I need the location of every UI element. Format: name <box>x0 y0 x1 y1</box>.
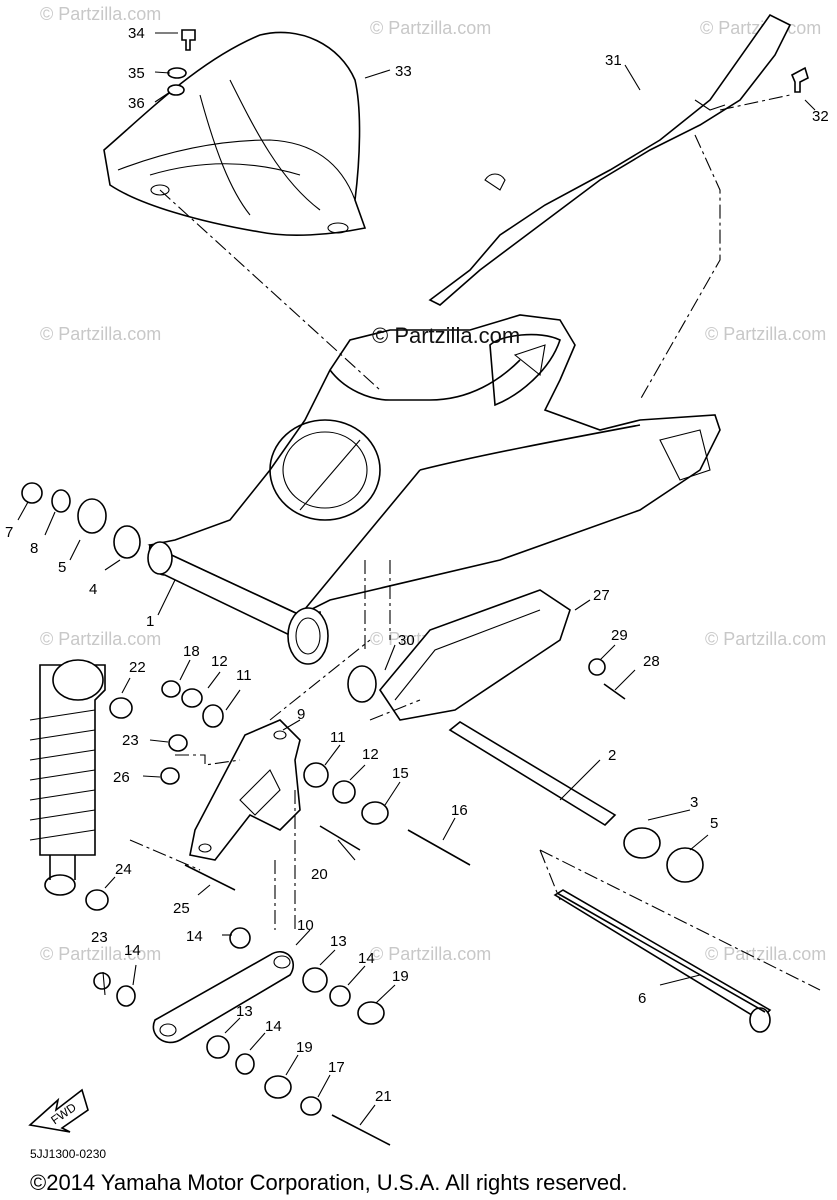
callout-4: 4 <box>89 581 97 598</box>
callout-27: 27 <box>593 587 610 604</box>
axles-drawing <box>448 721 772 1033</box>
callout-14b: 14 <box>124 942 141 959</box>
watermark: © Partzilla.com <box>370 18 491 38</box>
callout-23b: 23 <box>91 929 108 946</box>
watermark: © Partzilla.com <box>705 944 826 964</box>
watermark: © Partzilla.com <box>705 629 826 649</box>
callout-23a: 23 <box>122 732 139 749</box>
callout-12b: 12 <box>362 746 379 763</box>
callout-20: 20 <box>311 866 328 883</box>
chain-guard-drawing <box>428 13 792 306</box>
callout-21: 21 <box>375 1088 392 1105</box>
fwd-arrow: FWD <box>28 1088 89 1133</box>
callout-26: 26 <box>113 769 130 786</box>
callout-19b: 19 <box>296 1039 313 1056</box>
callout-25: 25 <box>173 900 190 917</box>
diagram-code: 5JJ1300-0230 <box>30 1147 106 1161</box>
copyright-text: ©2014 Yamaha Motor Corporation, U.S.A. A… <box>30 1170 627 1195</box>
callout-5b: 5 <box>710 815 718 832</box>
callout-5: 5 <box>58 559 66 576</box>
callout-13b: 13 <box>236 1003 253 1020</box>
callout-17: 17 <box>328 1059 345 1076</box>
callout-15: 15 <box>392 765 409 782</box>
callout-10: 10 <box>297 917 314 934</box>
watermark: © Partzilla.com <box>40 629 161 649</box>
callout-13a: 13 <box>330 933 347 950</box>
callout-18: 18 <box>183 643 200 660</box>
callout-11b: 11 <box>330 729 346 746</box>
alignment-lines <box>129 94 821 991</box>
callout-7: 7 <box>5 524 13 541</box>
callout-leaders <box>17 32 816 1126</box>
callout-34: 34 <box>128 25 145 42</box>
callout-14d: 14 <box>265 1018 282 1035</box>
watermark: © Partzilla.com <box>40 324 161 344</box>
callout-32: 32 <box>812 108 829 125</box>
watermark: © Partzilla.com <box>40 4 161 24</box>
callout-8: 8 <box>30 540 38 557</box>
callout-14a: 14 <box>186 928 203 945</box>
swingarm-drawing <box>147 314 721 665</box>
watermark: © Partzilla.com <box>40 944 161 964</box>
callout-28: 28 <box>643 653 660 670</box>
callout-19a: 19 <box>392 968 409 985</box>
callout-35: 35 <box>128 65 145 82</box>
callout-12a: 12 <box>211 653 228 670</box>
rear-fender-drawing <box>103 31 367 237</box>
callout-22: 22 <box>129 659 146 676</box>
callout-16: 16 <box>451 802 468 819</box>
callout-31: 31 <box>605 52 622 69</box>
relay-arm-drawing <box>189 719 301 861</box>
callout-24: 24 <box>115 861 132 878</box>
callout-labels: 1 2 3 4 5 5 6 7 8 9 10 11 11 12 12 13 13… <box>5 25 829 1105</box>
callout-2: 2 <box>608 747 616 764</box>
callout-33: 33 <box>395 63 412 80</box>
shock-absorber-drawing <box>29 659 106 896</box>
hardware-drawing <box>21 29 809 1146</box>
connecting-rod-drawing <box>152 951 294 1044</box>
callout-3: 3 <box>690 794 698 811</box>
callout-30: 30 <box>398 632 415 649</box>
callout-9: 9 <box>297 706 305 723</box>
callout-11a: 11 <box>236 667 252 684</box>
callout-14c: 14 <box>358 950 375 967</box>
watermark: © Partzilla.com <box>370 944 491 964</box>
callout-6: 6 <box>638 990 646 1007</box>
chain-slider-drawing <box>379 589 571 721</box>
watermark: © Partzilla.com <box>705 324 826 344</box>
callout-29: 29 <box>611 627 628 644</box>
center-watermark: © Partzilla.com <box>372 323 520 348</box>
callout-36: 36 <box>128 95 145 112</box>
callout-1: 1 <box>146 613 154 630</box>
